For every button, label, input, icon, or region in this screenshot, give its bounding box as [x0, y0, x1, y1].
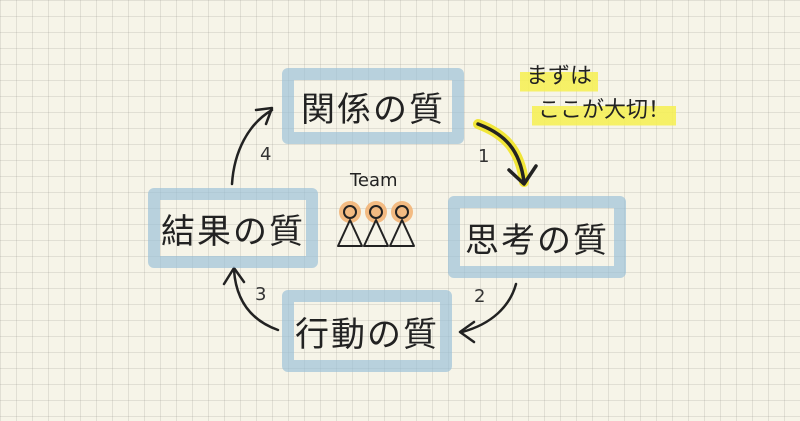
arrow-1 [476, 122, 526, 184]
step-number-3: 3 [255, 284, 267, 305]
arrow-4 [230, 108, 274, 186]
thinking-quality-box: 思考の質 [448, 196, 626, 278]
result-quality-label: 結果の質 [161, 211, 305, 252]
team-label: Team [350, 170, 398, 191]
action-quality-box: 行動の質 [282, 290, 452, 372]
arrow-1-head [507, 164, 538, 186]
step-number-2: 2 [474, 286, 486, 307]
callout-line-2: ここが大切！ [532, 94, 677, 128]
result-quality-box: 結果の質 [148, 188, 318, 268]
team-people-icon [337, 201, 415, 247]
arrow-2 [460, 282, 518, 334]
arrow-2-head [458, 320, 476, 344]
arrow-3-head [222, 266, 246, 286]
step-number-4: 4 [260, 144, 272, 165]
arrow-3 [232, 268, 280, 332]
callout-line-1: まずは [520, 60, 599, 94]
callout-note: まずは ここが大切！ [520, 60, 677, 128]
relationship-quality-box: 関係の質 [282, 68, 464, 144]
action-quality-label: 行動の質 [295, 314, 439, 355]
step-number-1: 1 [478, 146, 490, 167]
thinking-quality-label: 思考の質 [465, 220, 609, 261]
relationship-quality-label: 関係の質 [301, 89, 445, 130]
arrow-4-head [254, 106, 274, 126]
